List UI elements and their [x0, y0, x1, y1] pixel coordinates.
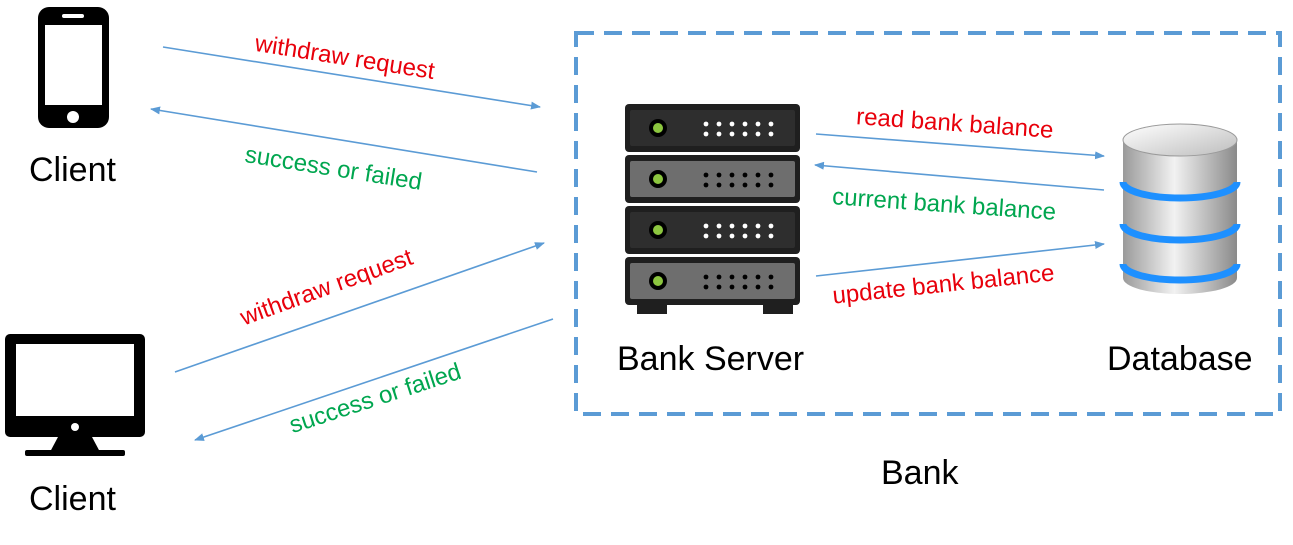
server-vent-dot — [755, 172, 761, 178]
server-vent-dot — [703, 274, 709, 280]
smartphone-icon — [38, 7, 109, 128]
server-vent-dot — [742, 274, 748, 280]
server-vent-dot — [729, 274, 735, 280]
db-read-arrow — [815, 133, 1105, 160]
server-vent-dot — [729, 121, 735, 127]
server-vent-dot — [716, 182, 722, 188]
server-vent-dot — [716, 131, 722, 137]
server-vent-dot — [755, 182, 761, 188]
server-vent-dot — [716, 223, 722, 229]
server-vent-dot — [742, 172, 748, 178]
server-vent-dot — [703, 121, 709, 127]
server-vent-dot — [742, 284, 748, 290]
server-vent-dot — [742, 121, 748, 127]
server-vent-dot — [716, 284, 722, 290]
server-vent-dot — [755, 131, 761, 137]
server-vent-dot — [768, 172, 774, 178]
server-vent-dot — [716, 121, 722, 127]
server-vent-dot — [768, 284, 774, 290]
server-vent-dot — [729, 182, 735, 188]
server-vent-dot — [716, 233, 722, 239]
server-vent-dot — [768, 121, 774, 127]
server-vent-dot — [768, 223, 774, 229]
server-vent-dot — [755, 284, 761, 290]
server-vent-dot — [755, 223, 761, 229]
server-vent-dot — [703, 131, 709, 137]
server-vent-dot — [703, 172, 709, 178]
server-vent-dot — [729, 284, 735, 290]
db-update-arrow — [815, 241, 1105, 277]
server-vent-dot — [768, 233, 774, 239]
phone-request-arrow — [162, 46, 541, 110]
server-vent-dot — [729, 223, 735, 229]
server-vent-dot — [703, 284, 709, 290]
server-vent-dot — [703, 182, 709, 188]
server-vent-dot — [768, 131, 774, 137]
phone-response-arrow — [150, 106, 538, 173]
server-vent-dot — [716, 172, 722, 178]
server-vent-dot — [703, 233, 709, 239]
server-vent-dot — [755, 121, 761, 127]
desktop-monitor-icon — [5, 334, 145, 456]
database-label: Database — [1107, 340, 1253, 378]
server-vent-dot — [729, 172, 735, 178]
client-phone-label: Client — [29, 151, 116, 189]
server-vent-dot — [729, 131, 735, 137]
server-vent-dot — [742, 182, 748, 188]
server-vent-dot — [703, 223, 709, 229]
server-vent-dot — [729, 233, 735, 239]
server-vent-dot — [755, 233, 761, 239]
desktop-request-arrow — [174, 242, 545, 373]
server-vent-dot — [768, 182, 774, 188]
client-desktop-label: Client — [29, 480, 116, 518]
server-vent-dot — [755, 274, 761, 280]
database-cylinder-icon — [1119, 123, 1241, 294]
bank-server-label: Bank Server — [617, 340, 805, 378]
desktop-response-arrow — [194, 318, 554, 441]
bank-group-label: Bank — [881, 454, 959, 492]
server-vent-dot — [768, 274, 774, 280]
server-rack-icon — [625, 104, 800, 314]
server-vent-dot — [742, 233, 748, 239]
db-current-arrow — [814, 161, 1105, 191]
server-vent-dot — [716, 274, 722, 280]
server-vent-dot — [742, 131, 748, 137]
bank-boundary — [574, 31, 1282, 416]
server-vent-dot — [742, 223, 748, 229]
